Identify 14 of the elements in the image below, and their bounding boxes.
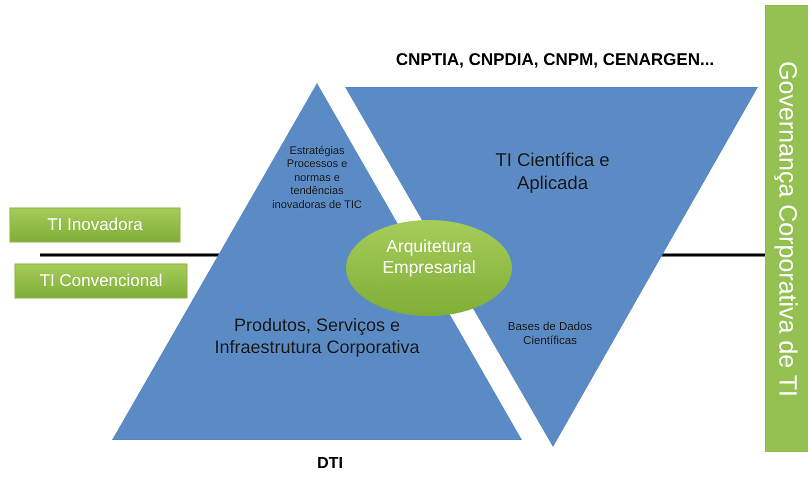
group-label: DTI [317, 455, 343, 473]
node-label: TI Convencional [38, 270, 164, 292]
description-text: Estratégias Processos e normas e tendências inovadoras de TIC [271, 145, 363, 212]
node-label: Arquitetura Empresarial [381, 236, 477, 279]
node-label: TI Inovadora [46, 214, 144, 236]
section-label: TI Científica e Aplicada [494, 149, 611, 194]
section-label: Bases de Dados Científicas [506, 320, 594, 348]
vertical-band [765, 5, 808, 452]
node-label: Governança Corporativa de TI [772, 60, 802, 396]
ellipse-shape [346, 220, 512, 316]
category-box [10, 208, 180, 242]
category-box [15, 264, 187, 298]
group-label: CNPTIA, CNPDIA, CNPM, CENARGEN... [396, 50, 714, 70]
section-label: Produtos, Serviços e Infraestrutura Corporativa [213, 315, 421, 359]
